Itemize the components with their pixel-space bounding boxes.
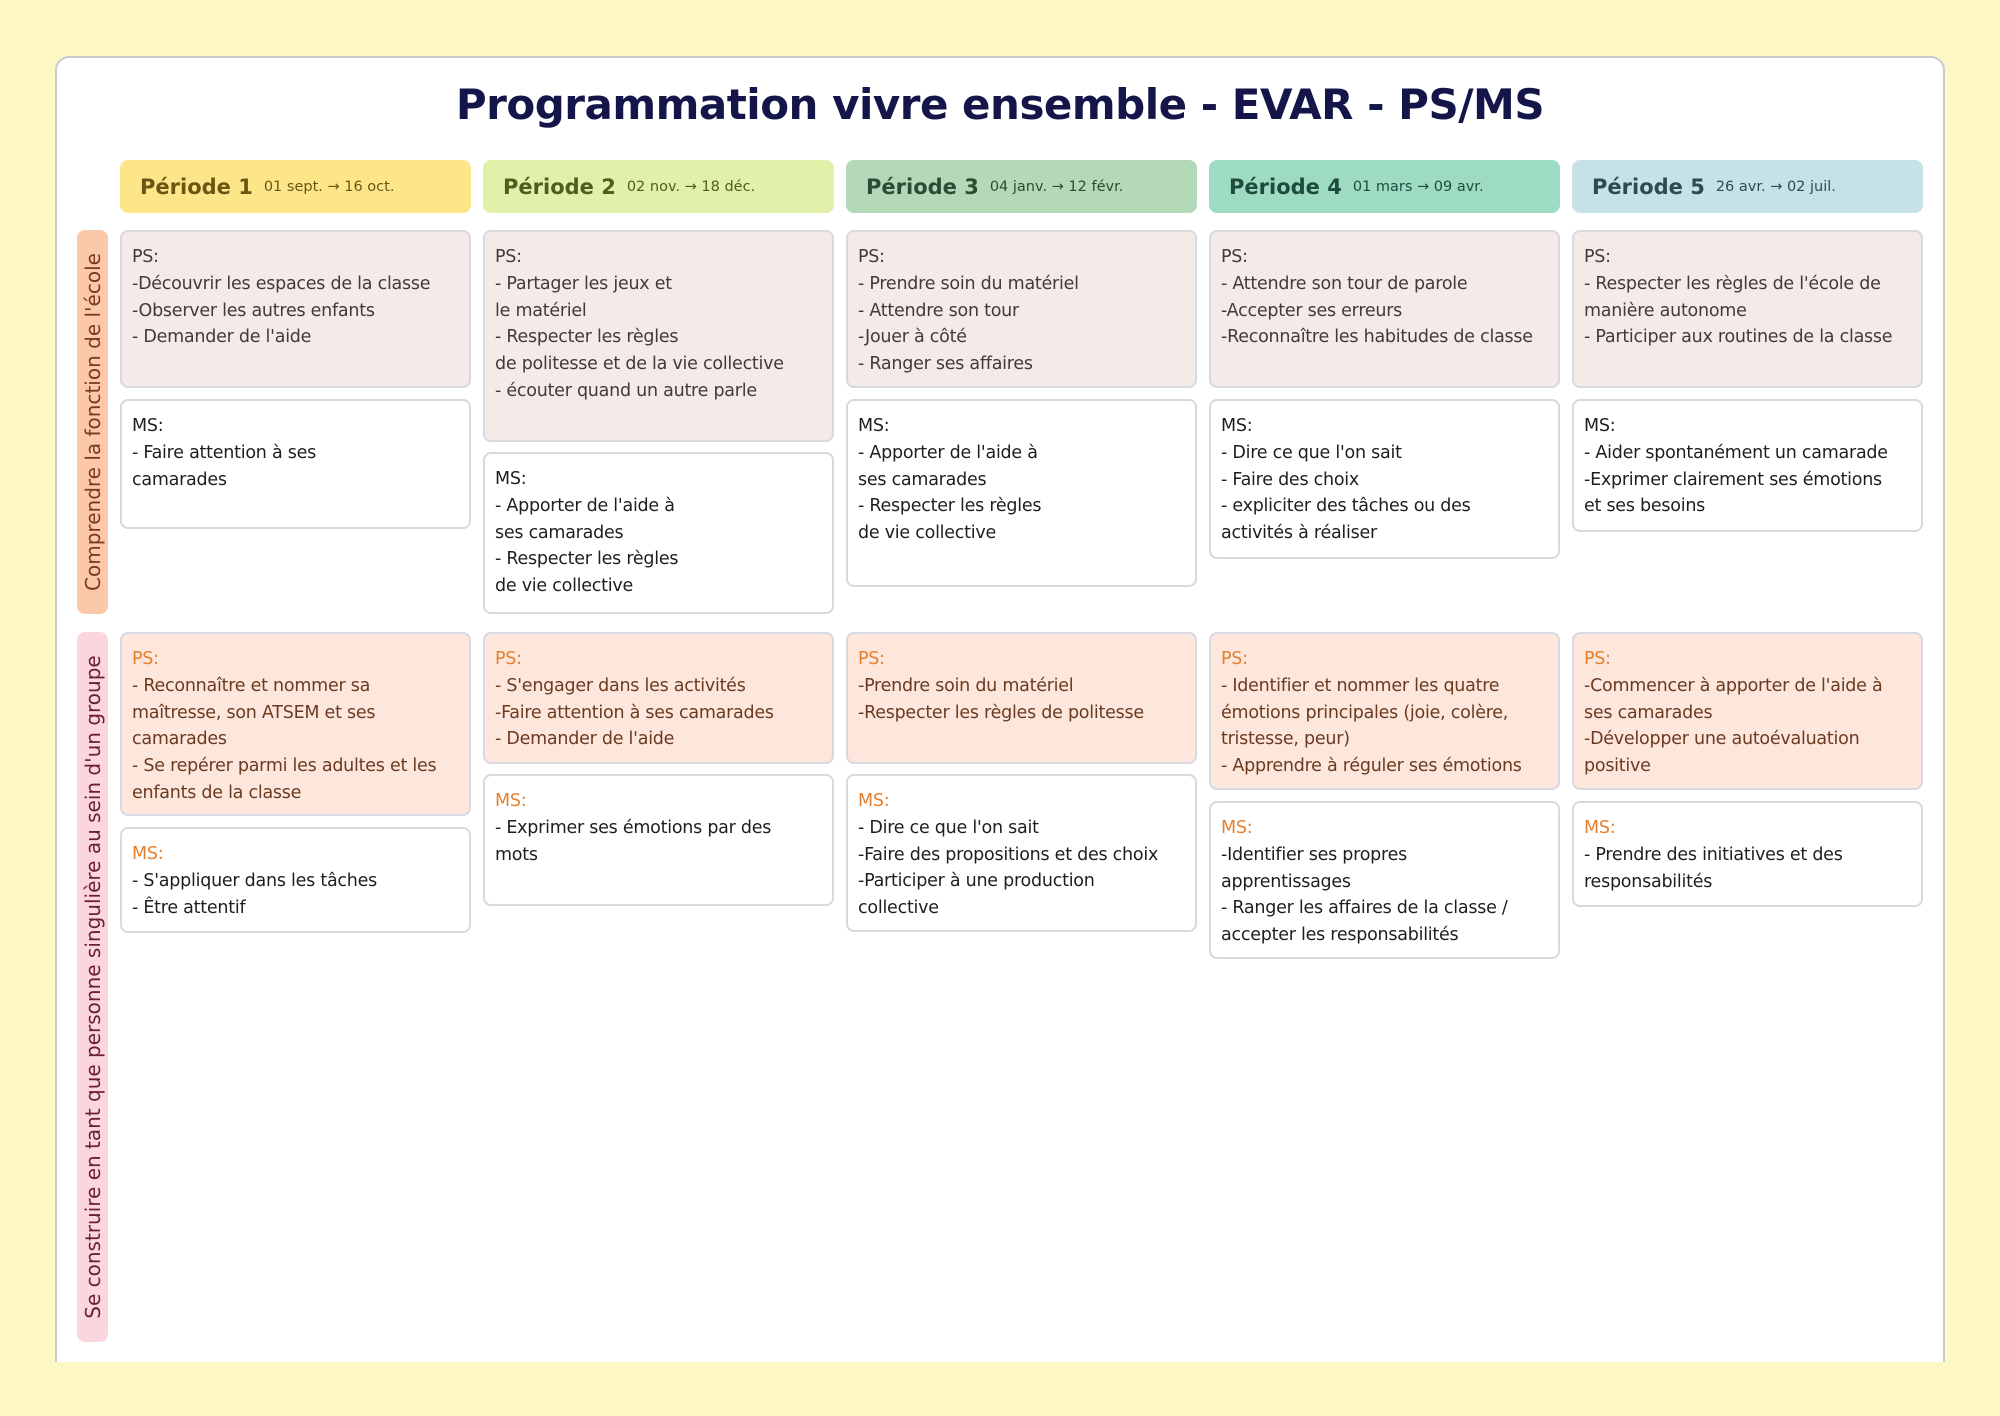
ps-text: - Prendre soin du matériel - Attendre so… xyxy=(858,273,1079,375)
ps-label: PS: xyxy=(132,247,159,267)
ps-text: -Commencer à apporter de l'aide à ses ca… xyxy=(1584,675,1883,777)
ms-card: MS: - Dire ce que l'on sait - Faire des c… xyxy=(1209,399,1560,559)
row-label-ecole: Comprendre la fonction de l'école xyxy=(77,230,108,614)
ps-text: - Identifier et nommer les quatre émotio… xyxy=(1221,675,1522,777)
ps-label: PS: xyxy=(495,247,522,267)
ps-label: PS: xyxy=(858,649,885,669)
ps-text: -Prendre soin du matériel -Respecter les… xyxy=(858,675,1144,723)
period-name: Période 4 xyxy=(1229,174,1342,199)
ms-card: MS: - Apporter de l'aide à ses camarades … xyxy=(483,452,834,614)
ms-text: - Faire attention à ses camarades xyxy=(132,442,316,490)
ms-card: MS: -Identifier ses propres apprentissage… xyxy=(1209,801,1560,959)
ps-text: - Partager les jeux et le matériel - Res… xyxy=(495,273,784,401)
ms-text: - Dire ce que l'on sait -Faire des propo… xyxy=(858,817,1159,919)
ms-label: MS: xyxy=(1221,416,1253,436)
period-dates: 01 mars → 09 avr. xyxy=(1352,178,1484,195)
ms-text: - Prendre des initiatives et des respons… xyxy=(1584,844,1843,892)
ms-label: MS: xyxy=(858,416,890,436)
ms-card: MS: - Apporter de l'aide à ses camarades … xyxy=(846,399,1197,587)
ms-card: MS: - Faire attention à ses camarades xyxy=(120,399,471,529)
ms-card: MS: - Aider spontanément un camarade -Exp… xyxy=(1572,399,1923,532)
ms-label: MS: xyxy=(495,469,527,489)
ps-card: PS: - Respecter les règles de l'école de … xyxy=(1572,230,1923,388)
ps-card: PS: -Commencer à apporter de l'aide à ses… xyxy=(1572,632,1923,790)
ps-card: PS: -Prendre soin du matériel -Respecter … xyxy=(846,632,1197,764)
ps-label: PS: xyxy=(1584,247,1611,267)
ms-label: MS: xyxy=(1221,818,1253,838)
ms-text: - S'appliquer dans les tâches - Être att… xyxy=(132,870,378,918)
ms-label: MS: xyxy=(132,844,164,864)
row-label-groupe: Se construire en tant que personne singu… xyxy=(77,632,108,1342)
ps-card: PS: - Reconnaître et nommer sa maîtresse,… xyxy=(120,632,471,816)
ms-label: MS: xyxy=(1584,416,1616,436)
ps-card: PS: -Découvrir les espaces de la classe -… xyxy=(120,230,471,388)
ms-card: MS: - Exprimer ses émotions par des mots xyxy=(483,774,834,906)
ps-card: PS: - Identifier et nommer les quatre émo… xyxy=(1209,632,1560,790)
ms-text: - Apporter de l'aide à ses camarades - R… xyxy=(495,495,679,597)
period-name: Période 5 xyxy=(1592,174,1705,199)
period-header-5: Période 5 26 avr. → 02 juil. xyxy=(1572,160,1923,213)
ps-card: PS: - Attendre son tour de parole -Accept… xyxy=(1209,230,1560,388)
ms-label: MS: xyxy=(858,791,890,811)
ps-text: - S'engager dans les activités -Faire at… xyxy=(495,675,774,750)
ps-label: PS: xyxy=(1221,649,1248,669)
ms-card: MS: - S'appliquer dans les tâches - Être … xyxy=(120,827,471,933)
ps-label: PS: xyxy=(495,649,522,669)
period-dates: 02 nov. → 18 déc. xyxy=(626,178,756,195)
ps-label: PS: xyxy=(858,247,885,267)
ps-text: -Découvrir les espaces de la classe -Obs… xyxy=(132,273,431,348)
board: Programmation vivre ensemble - EVAR - PS… xyxy=(55,56,1945,1362)
ms-text: - Aider spontanément un camarade -Exprim… xyxy=(1584,442,1888,517)
ps-card: PS: - Partager les jeux et le matériel - … xyxy=(483,230,834,442)
period-dates: 01 sept. → 16 oct. xyxy=(263,178,395,195)
period-header-1: Période 1 01 sept. → 16 oct. xyxy=(120,160,471,213)
period-dates: 04 janv. → 12 févr. xyxy=(989,178,1124,195)
ms-card: MS: - Dire ce que l'on sait -Faire des pr… xyxy=(846,774,1197,932)
ms-text: - Exprimer ses émotions par des mots xyxy=(495,817,772,865)
ps-text: - Reconnaître et nommer sa maîtresse, so… xyxy=(132,675,437,803)
ms-text: - Apporter de l'aide à ses camarades - R… xyxy=(858,442,1042,544)
ps-label: PS: xyxy=(1584,649,1611,669)
ms-label: MS: xyxy=(1584,818,1616,838)
ms-text: -Identifier ses propres apprentissages -… xyxy=(1221,844,1508,946)
period-name: Période 2 xyxy=(503,174,616,199)
period-name: Période 1 xyxy=(140,174,253,199)
period-header-3: Période 3 04 janv. → 12 févr. xyxy=(846,160,1197,213)
period-header-2: Période 2 02 nov. → 18 déc. xyxy=(483,160,834,213)
ms-label: MS: xyxy=(132,416,164,436)
row-label-text: Se construire en tant que personne singu… xyxy=(80,655,105,1319)
ms-text: - Dire ce que l'on sait - Faire des choi… xyxy=(1221,442,1471,544)
ps-card: PS: - Prendre soin du matériel - Attendre… xyxy=(846,230,1197,388)
period-header-4: Période 4 01 mars → 09 avr. xyxy=(1209,160,1560,213)
ps-text: - Respecter les règles de l'école de man… xyxy=(1584,273,1893,348)
ps-card: PS: - S'engager dans les activités -Faire… xyxy=(483,632,834,764)
ps-label: PS: xyxy=(132,649,159,669)
ps-text: - Attendre son tour de parole -Accepter … xyxy=(1221,273,1533,348)
ps-label: PS: xyxy=(1221,247,1248,267)
ms-label: MS: xyxy=(495,791,527,811)
row-label-text: Comprendre la fonction de l'école xyxy=(80,253,105,591)
period-name: Période 3 xyxy=(866,174,979,199)
page-title: Programmation vivre ensemble - EVAR - PS… xyxy=(455,80,1545,129)
period-dates: 26 avr. → 02 juil. xyxy=(1715,178,1836,195)
ms-card: MS: - Prendre des initiatives et des resp… xyxy=(1572,801,1923,907)
